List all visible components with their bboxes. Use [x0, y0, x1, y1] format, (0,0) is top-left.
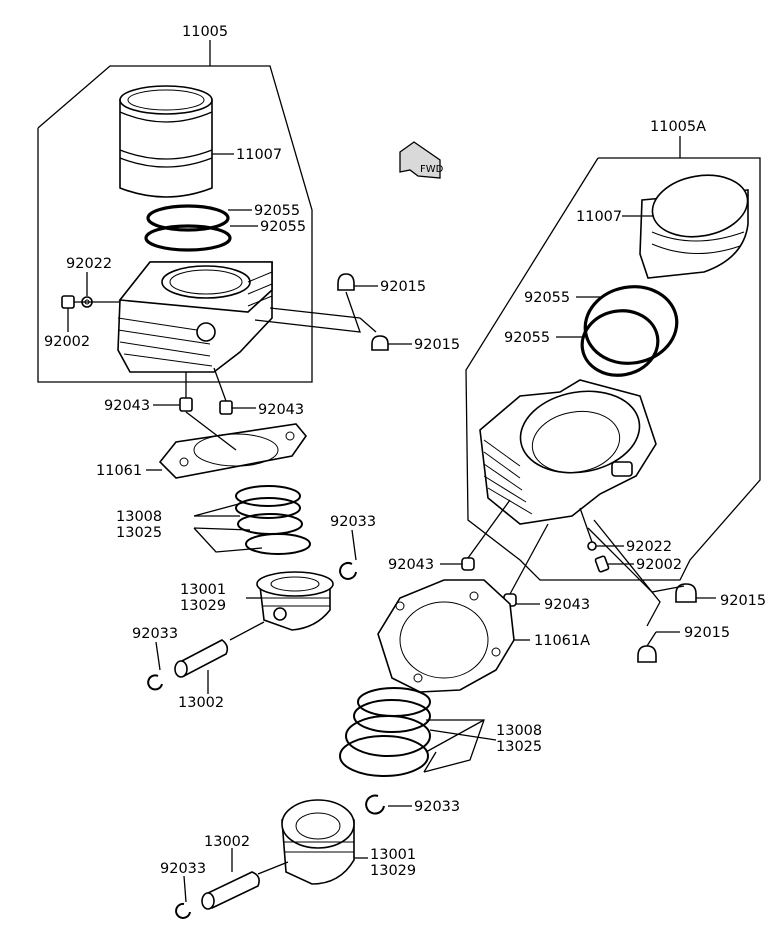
label-piston-right-a: 13001 — [370, 847, 416, 863]
right-assembly-frame — [465, 136, 761, 581]
left-piston-pin — [174, 621, 265, 694]
right-washer-92022 — [579, 507, 624, 551]
label-dowel-right-a: 92043 — [388, 557, 434, 573]
label-piston-left-b: 13029 — [180, 598, 226, 614]
right-piston-rings — [339, 687, 497, 777]
label-dowel-right-b: 92043 — [544, 597, 590, 613]
label-rings-left-b: 13025 — [116, 525, 162, 541]
label-piston-right-b: 13029 — [370, 863, 416, 879]
label-liner-right: 11007 — [576, 209, 622, 225]
label-group-left: 11005 — [182, 24, 228, 40]
left-o-rings — [144, 204, 232, 252]
left-piston-rings — [193, 485, 311, 555]
right-dowel-b — [503, 523, 549, 607]
right-dowel-a — [440, 499, 511, 571]
label-circlip-left-top: 92033 — [330, 514, 376, 530]
label-circlip-right-bottom: 92033 — [160, 861, 206, 877]
left-dowel-a — [153, 372, 193, 412]
label-dowel-left-b: 92043 — [258, 402, 304, 418]
label-pin-left: 13002 — [178, 695, 224, 711]
label-cap-right-2: 92015 — [684, 625, 730, 641]
label-washer-left: 92022 — [66, 256, 112, 272]
label-gasket-left: 11061 — [96, 463, 142, 479]
cap-leader-lines — [254, 291, 377, 333]
label-rings-left-a: 13008 — [116, 509, 162, 525]
right-circlip-top — [365, 794, 412, 815]
label-circlip-left-bottom: 92033 — [132, 626, 178, 642]
left-bolt-92002 — [61, 295, 120, 309]
left-piston — [246, 571, 334, 631]
label-rings-right-b: 13025 — [496, 739, 542, 755]
left-assembly-frame — [37, 40, 313, 383]
label-liner-left: 11007 — [236, 147, 282, 163]
label-pin-right: 13002 — [204, 834, 250, 850]
right-cylinder-block — [479, 379, 657, 525]
right-piston — [281, 799, 368, 885]
right-cap-leaders — [587, 519, 685, 627]
right-cap-1 — [675, 583, 716, 603]
label-circlip-right-top: 92033 — [414, 799, 460, 815]
right-bolt-92002 — [594, 555, 634, 573]
label-piston-left-a: 13001 — [180, 582, 226, 598]
fwd-badge-label: FWD — [420, 164, 444, 175]
label-cap-upper: 92015 — [380, 279, 426, 295]
left-base-gasket — [146, 411, 308, 479]
label-gasket-right: 11061A — [534, 633, 590, 649]
label-washer-right: 92022 — [626, 539, 672, 555]
label-bolt-left: 92002 — [44, 334, 90, 350]
label-dowel-left-a: 92043 — [104, 398, 150, 414]
label-oring-left-2: 92055 — [260, 219, 306, 235]
right-cylinder-liner — [639, 174, 749, 279]
cap-upper-92015 — [337, 273, 378, 291]
label-cap-lower: 92015 — [414, 337, 460, 353]
right-piston-pin — [201, 848, 289, 910]
right-circlip-bottom — [175, 875, 191, 919]
right-base-gasket — [377, 579, 530, 693]
label-oring-right-1: 92055 — [524, 290, 570, 306]
label-rings-right-a: 13008 — [496, 723, 542, 739]
part-labels: 11005 11007 92055 92055 92022 92002 9201… — [44, 24, 766, 879]
left-dowel-b — [213, 367, 256, 415]
label-group-right: 11005A — [650, 119, 706, 135]
left-cylinder-block — [117, 261, 273, 373]
left-circlip-top — [339, 529, 357, 580]
right-o-rings — [580, 285, 679, 377]
label-oring-left-1: 92055 — [254, 203, 300, 219]
cap-lower-92015 — [371, 335, 412, 351]
right-cap-2 — [637, 631, 680, 663]
label-cap-right-1: 92015 — [720, 593, 766, 609]
label-oring-right-2: 92055 — [504, 330, 550, 346]
fwd-arrow-icon: FWD — [399, 141, 444, 179]
left-circlip-bottom — [147, 641, 163, 691]
left-cylinder-liner — [119, 85, 213, 198]
label-bolt-right: 92002 — [636, 557, 682, 573]
